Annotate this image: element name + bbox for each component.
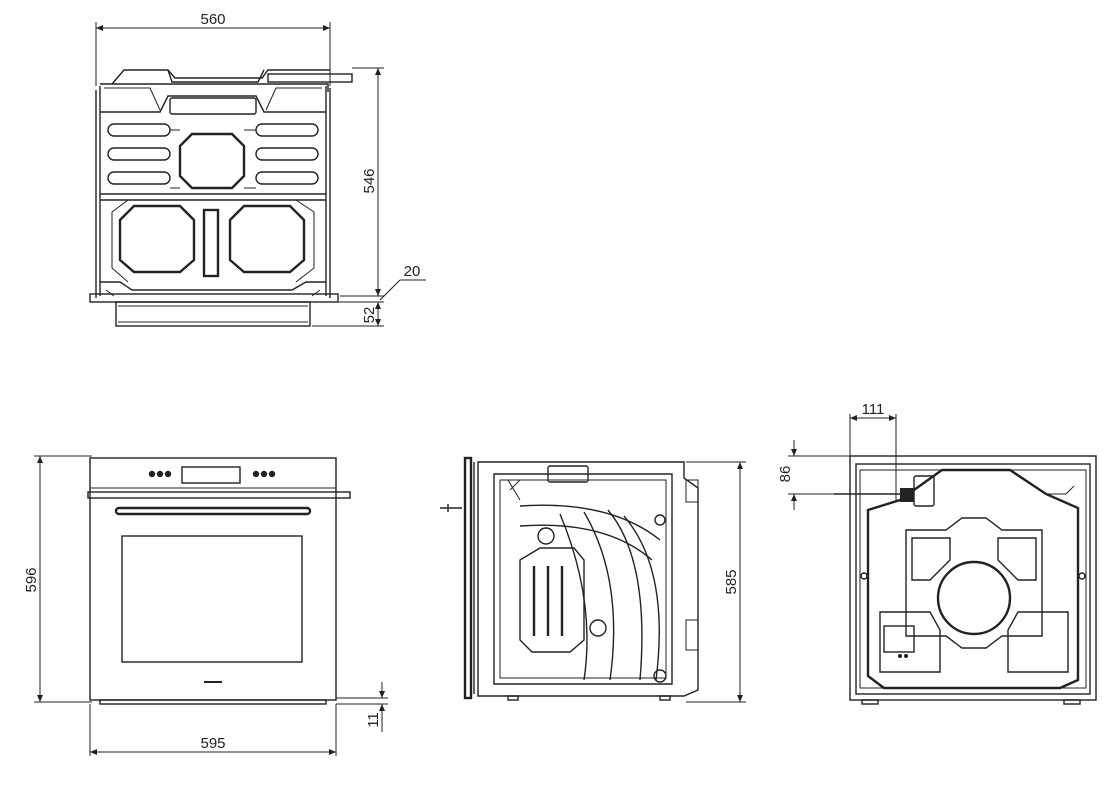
dim-top-offset: 20 [404, 263, 421, 280]
dim-front-height: 596 [23, 567, 40, 592]
back-view: 111 86 [777, 401, 1097, 705]
side-view: 585 [440, 456, 746, 703]
dim-top-depth: 546 [361, 168, 378, 193]
dim-front-width: 595 [200, 735, 225, 752]
dim-back-y: 86 [777, 466, 794, 483]
dim-front-bottom: 11 [365, 712, 382, 728]
dim-top-bottom: 52 [361, 307, 378, 324]
dim-side-height: 585 [723, 569, 740, 594]
front-view: 596 595 11 [23, 455, 388, 756]
top-view: 560 546 20 52 [89, 11, 426, 327]
dim-top-width: 560 [200, 11, 225, 28]
dim-back-x: 111 [862, 401, 885, 418]
